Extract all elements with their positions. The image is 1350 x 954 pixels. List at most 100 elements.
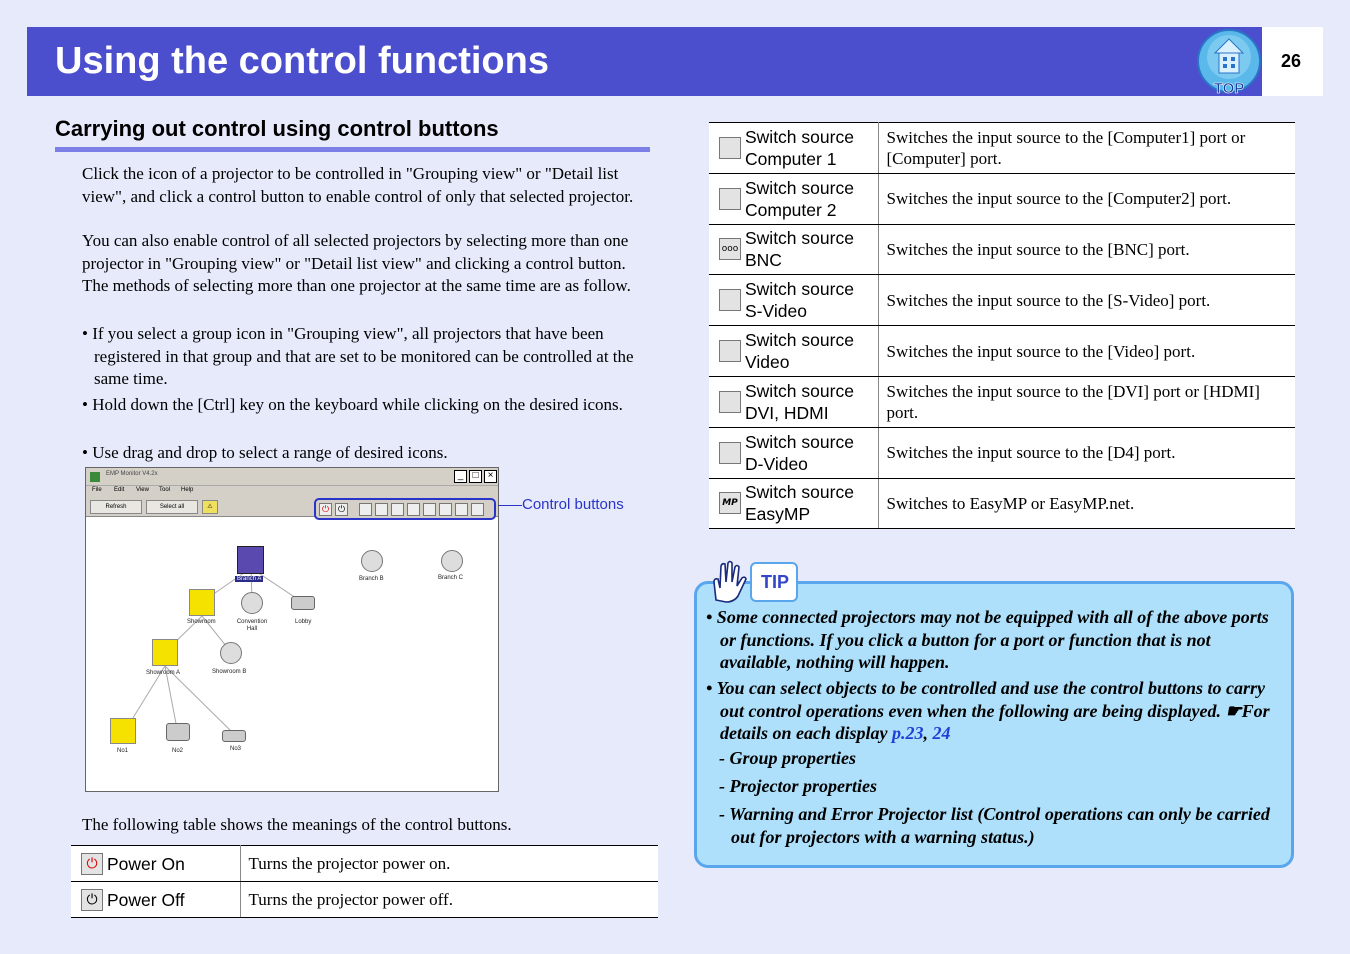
video-icon: [719, 340, 741, 363]
menu-tool[interactable]: Tool: [159, 487, 171, 493]
row-label-line2: S-Video: [745, 301, 807, 322]
branch-b-icon[interactable]: [361, 550, 383, 572]
tip-sub-item-1: - Group properties: [719, 748, 857, 768]
link-p24[interactable]: 24: [932, 723, 951, 743]
title-bar: Using the control functions: [27, 27, 1262, 96]
table-intro: The following table shows the meanings o…: [82, 815, 512, 834]
row-label-line1: Switch source: [745, 228, 854, 249]
no3-projector-icon[interactable]: [222, 730, 246, 742]
select-all-button[interactable]: Select all: [146, 500, 198, 514]
node-label-convention-hall: Convention Hall: [236, 619, 268, 632]
app-logo-icon: [90, 472, 100, 482]
power-off-label: Power Off: [107, 889, 185, 910]
power-on-name-cell: ⏻Power On: [71, 845, 241, 882]
node-label-no2: No2: [172, 748, 184, 754]
warning-filter-icon[interactable]: ⚠: [202, 500, 218, 514]
section-heading: Carrying out control using control butto…: [55, 116, 499, 141]
page-title: Using the control functions: [55, 40, 549, 82]
row-label-line2: Computer 2: [745, 199, 837, 220]
grouping-view-canvas: Branch A Branch B Branch C Showroom Conv…: [86, 518, 498, 792]
close-icon[interactable]: ×: [484, 470, 497, 483]
node-label-no1: No1: [117, 748, 129, 754]
tip-bullet-1: • Some connected projectors may not be e…: [706, 607, 1269, 672]
tip-tab: TIP: [750, 562, 798, 602]
video-icon[interactable]: [423, 503, 436, 516]
app-toolbar: Refresh Select all ⚠ ⏻ ⏻: [86, 497, 498, 520]
node-label-showroom-a: Showroom A: [146, 670, 181, 676]
control-buttons-group: ⏻ ⏻: [314, 498, 496, 520]
grouping-tree-lines: [122, 567, 303, 735]
hand-pointer-icon: [713, 560, 747, 603]
bnc-icon: ooo: [719, 238, 741, 261]
easymp-icon[interactable]: [471, 503, 484, 516]
lobby-projector-icon[interactable]: [291, 596, 315, 610]
showroom-b-icon[interactable]: [220, 642, 242, 664]
computer2-icon: [719, 187, 741, 210]
row-label-line1: Switch source: [745, 380, 854, 401]
power-buttons-table: ⏻Power On Turns the projector power on. …: [71, 845, 658, 918]
branch-c-icon[interactable]: [441, 550, 463, 572]
tip-bullet-2-text: • You can select objects to be controlle…: [706, 678, 1270, 743]
row-label-line1: Switch source: [745, 431, 854, 452]
computer2-desc: Switches the input source to the [Comput…: [878, 172, 1295, 225]
top-icon-label: TOP: [1214, 80, 1245, 96]
dvi-hdmi-icon[interactable]: [439, 503, 452, 516]
intro-paragraph-2: You can also enable control of all selec…: [82, 231, 631, 295]
branch-a-icon[interactable]: [237, 546, 264, 574]
power-on-desc: Turns the projector power on.: [240, 845, 658, 882]
tip-label: TIP: [760, 572, 789, 592]
convention-hall-icon[interactable]: [241, 592, 263, 614]
s-video-icon[interactable]: [407, 503, 420, 516]
table-row: ⏻Power Off Turns the projector power off…: [71, 881, 658, 918]
tip-sub-item-2: - Projector properties: [719, 776, 877, 796]
computer1-desc: Switches the input source to the [Comput…: [878, 122, 1295, 174]
page-number-box: 26: [1262, 27, 1323, 96]
s-video-desc: Switches the input source to the [S-Vide…: [878, 274, 1295, 327]
row-label-line2: Video: [745, 352, 790, 373]
no1-warning-icon[interactable]: [110, 718, 136, 744]
table-row: ⏻Power On Turns the projector power on.: [71, 845, 658, 882]
top-icon[interactable]: TOP: [1197, 27, 1261, 97]
node-label-branch-c[interactable]: Branch C: [438, 575, 464, 581]
tip-sub-item-3: - Warning and Error Projector list (Cont…: [719, 804, 1270, 847]
page-number: 26: [1280, 51, 1302, 71]
computer2-icon[interactable]: [375, 503, 388, 516]
no2-projector-icon[interactable]: [166, 723, 190, 741]
minimize-icon[interactable]: _: [454, 470, 467, 483]
maximize-icon[interactable]: □: [469, 470, 482, 483]
showroom-a-warning-icon[interactable]: [152, 639, 178, 666]
node-label-showroom-b: Showroom B: [212, 669, 247, 675]
menu-view[interactable]: View: [136, 487, 149, 493]
menu-file[interactable]: File: [92, 487, 102, 493]
emp-monitor-screenshot: EMP Monitor V4.2x _ □ × File Edit View T…: [85, 467, 499, 792]
menu-edit[interactable]: Edit: [114, 487, 125, 493]
d-video-icon: [719, 441, 741, 464]
showroom-warning-icon[interactable]: [189, 589, 215, 616]
computer1-icon[interactable]: [359, 503, 372, 516]
node-label-showroom: Showroom: [187, 619, 216, 625]
power-off-desc: Turns the projector power off.: [240, 881, 658, 918]
row-label-line2: D-Video: [745, 453, 808, 474]
link-p23[interactable]: p.23: [892, 723, 924, 743]
intro-paragraph-1: Click the icon of a projector to be cont…: [82, 164, 634, 206]
row-label-line2: Computer 1: [745, 148, 837, 169]
video-desc: Switches the input source to the [Video]…: [878, 325, 1295, 377]
menu-help[interactable]: Help: [181, 487, 194, 493]
dvi-hdmi-desc: Switches the input source to the [DVI] p…: [878, 375, 1295, 428]
tip-box: [694, 581, 1294, 868]
s-video-icon: [719, 289, 741, 312]
callout-line: [498, 505, 522, 506]
power-on-icon[interactable]: ⏻: [319, 503, 332, 516]
refresh-button[interactable]: Refresh: [90, 500, 142, 514]
bnc-icon[interactable]: [391, 503, 404, 516]
power-off-icon[interactable]: ⏻: [335, 503, 348, 516]
d-video-icon[interactable]: [455, 503, 468, 516]
